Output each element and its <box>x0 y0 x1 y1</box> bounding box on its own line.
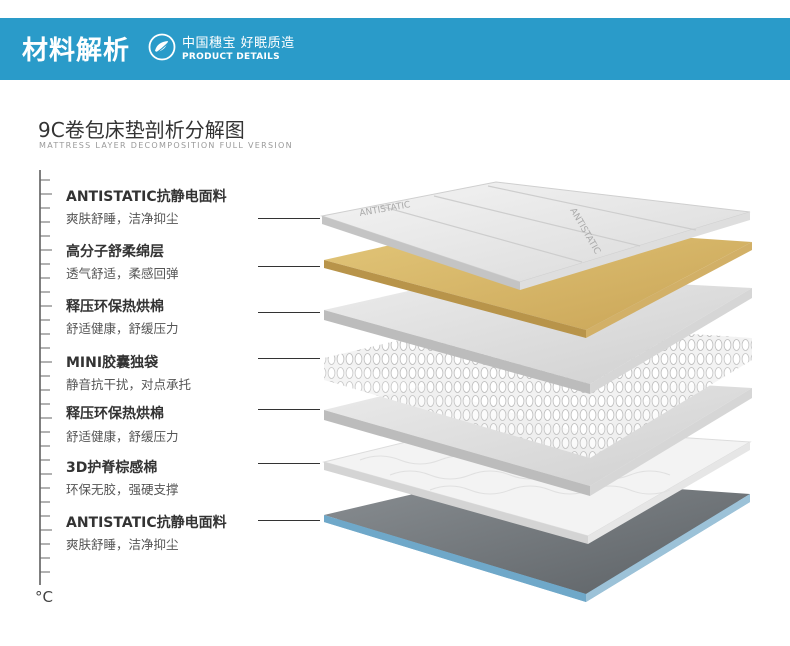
scale-unit: °C <box>35 588 53 606</box>
leader-line-6 <box>258 463 320 464</box>
layer-3-title: 释压环保热烘棉 <box>66 299 164 315</box>
brand-name-en: PRODUCT DETAILS <box>182 52 280 62</box>
leader-line-3 <box>258 312 320 313</box>
section-subtitle: MATTRESS LAYER DECOMPOSITION FULL VERSIO… <box>39 141 293 150</box>
mattress-exploded-illustration: ANTISTATIC ANTISTATIC <box>320 181 752 602</box>
header-banner: 材料解析 中国穗宝 好眠质造 PRODUCT DETAILS <box>0 18 790 80</box>
leader-line-2 <box>258 266 320 267</box>
leader-line-5 <box>258 409 320 410</box>
leaf-circle-icon <box>148 33 176 61</box>
temperature-scale <box>39 170 52 585</box>
layer-1-title: ANTISTATIC抗静电面料 <box>66 189 227 205</box>
layer-4-desc: 静音抗干扰，对点承托 <box>66 377 192 392</box>
layer-6-desc: 环保无胶，强硬支撑 <box>66 482 179 497</box>
layer-1-desc: 爽肤舒睡，洁净抑尘 <box>66 211 179 226</box>
banner-title: 材料解析 <box>22 36 131 66</box>
leader-line-7 <box>258 520 320 521</box>
leader-line-1 <box>258 218 320 219</box>
brand-name-cn: 中国穗宝 好眠质造 <box>182 36 295 51</box>
layer-7-title: ANTISTATIC抗静电面料 <box>66 515 227 531</box>
layer-7-desc: 爽肤舒睡，洁净抑尘 <box>66 537 179 552</box>
layer-2-desc: 透气舒适，柔感回弹 <box>66 266 179 281</box>
layer-5-desc: 舒适健康，舒缓压力 <box>66 429 179 444</box>
layer-2-title: 高分子舒柔绵层 <box>66 244 164 260</box>
layer-5-title: 释压环保热烘棉 <box>66 406 164 422</box>
layer-top-fabric: ANTISTATIC ANTISTATIC <box>320 181 751 290</box>
leader-line-4 <box>258 358 320 359</box>
layer-6-title: 3D护脊棕感棉 <box>66 460 158 476</box>
layer-3-desc: 舒适健康，舒缓压力 <box>66 321 179 336</box>
layer-4-title: MINI胶囊独袋 <box>66 355 159 371</box>
section-title: 9C卷包床垫剖析分解图 <box>38 118 245 142</box>
